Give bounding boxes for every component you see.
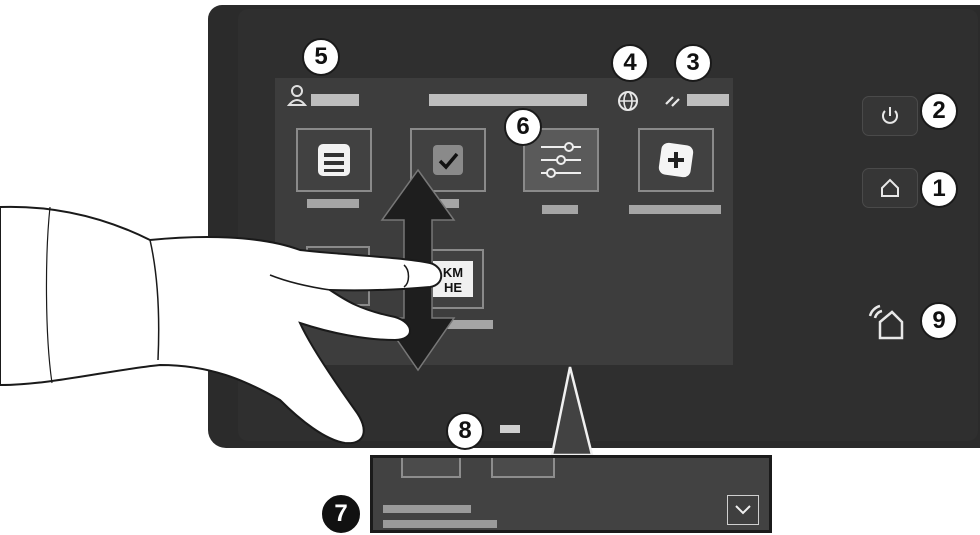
- callout-badge-1: 1: [920, 170, 958, 208]
- reset-label-placeholder[interactable]: [687, 94, 729, 106]
- callout-badge-5: 5: [302, 38, 340, 76]
- banner-text-placeholder: [383, 505, 471, 513]
- nfc-icon[interactable]: [866, 302, 906, 347]
- expand-button[interactable]: [727, 495, 759, 525]
- callout-badge-8: 8: [446, 412, 484, 450]
- settings-sliders-icon: [535, 138, 587, 182]
- callout-badge-7: 7: [322, 495, 360, 533]
- banner-tab: [491, 458, 555, 478]
- globe-icon[interactable]: [617, 90, 639, 117]
- callout-badge-4: 4: [611, 44, 649, 82]
- banner-tab: [401, 458, 461, 478]
- callout-badge-2: 2: [920, 92, 958, 130]
- app-label-placeholder: [629, 205, 721, 214]
- printer-icon: [314, 140, 354, 180]
- home-icon: [879, 177, 901, 199]
- home-button[interactable]: [862, 168, 918, 208]
- callout-badge-3: 3: [674, 44, 712, 82]
- app-label-placeholder: [542, 205, 578, 214]
- callout-badge-6: 6: [504, 108, 542, 146]
- page-indicator[interactable]: [500, 425, 520, 433]
- power-button[interactable]: [862, 96, 918, 136]
- user-name-placeholder[interactable]: [311, 94, 359, 106]
- callout-pointer: [548, 365, 598, 457]
- app-tile-add[interactable]: [638, 128, 714, 192]
- banner-text-placeholder: [383, 520, 497, 528]
- callout-badge-9: 9: [920, 302, 958, 340]
- notification-banner[interactable]: [370, 455, 772, 533]
- power-icon: [879, 105, 901, 127]
- hand-icon: [0, 195, 460, 455]
- chevron-down-icon: [735, 505, 751, 515]
- user-icon[interactable]: [287, 84, 307, 111]
- add-app-icon: [654, 138, 698, 182]
- reset-icon[interactable]: [664, 92, 682, 115]
- app-tile-print[interactable]: [296, 128, 372, 192]
- screen-title-placeholder: [429, 94, 587, 106]
